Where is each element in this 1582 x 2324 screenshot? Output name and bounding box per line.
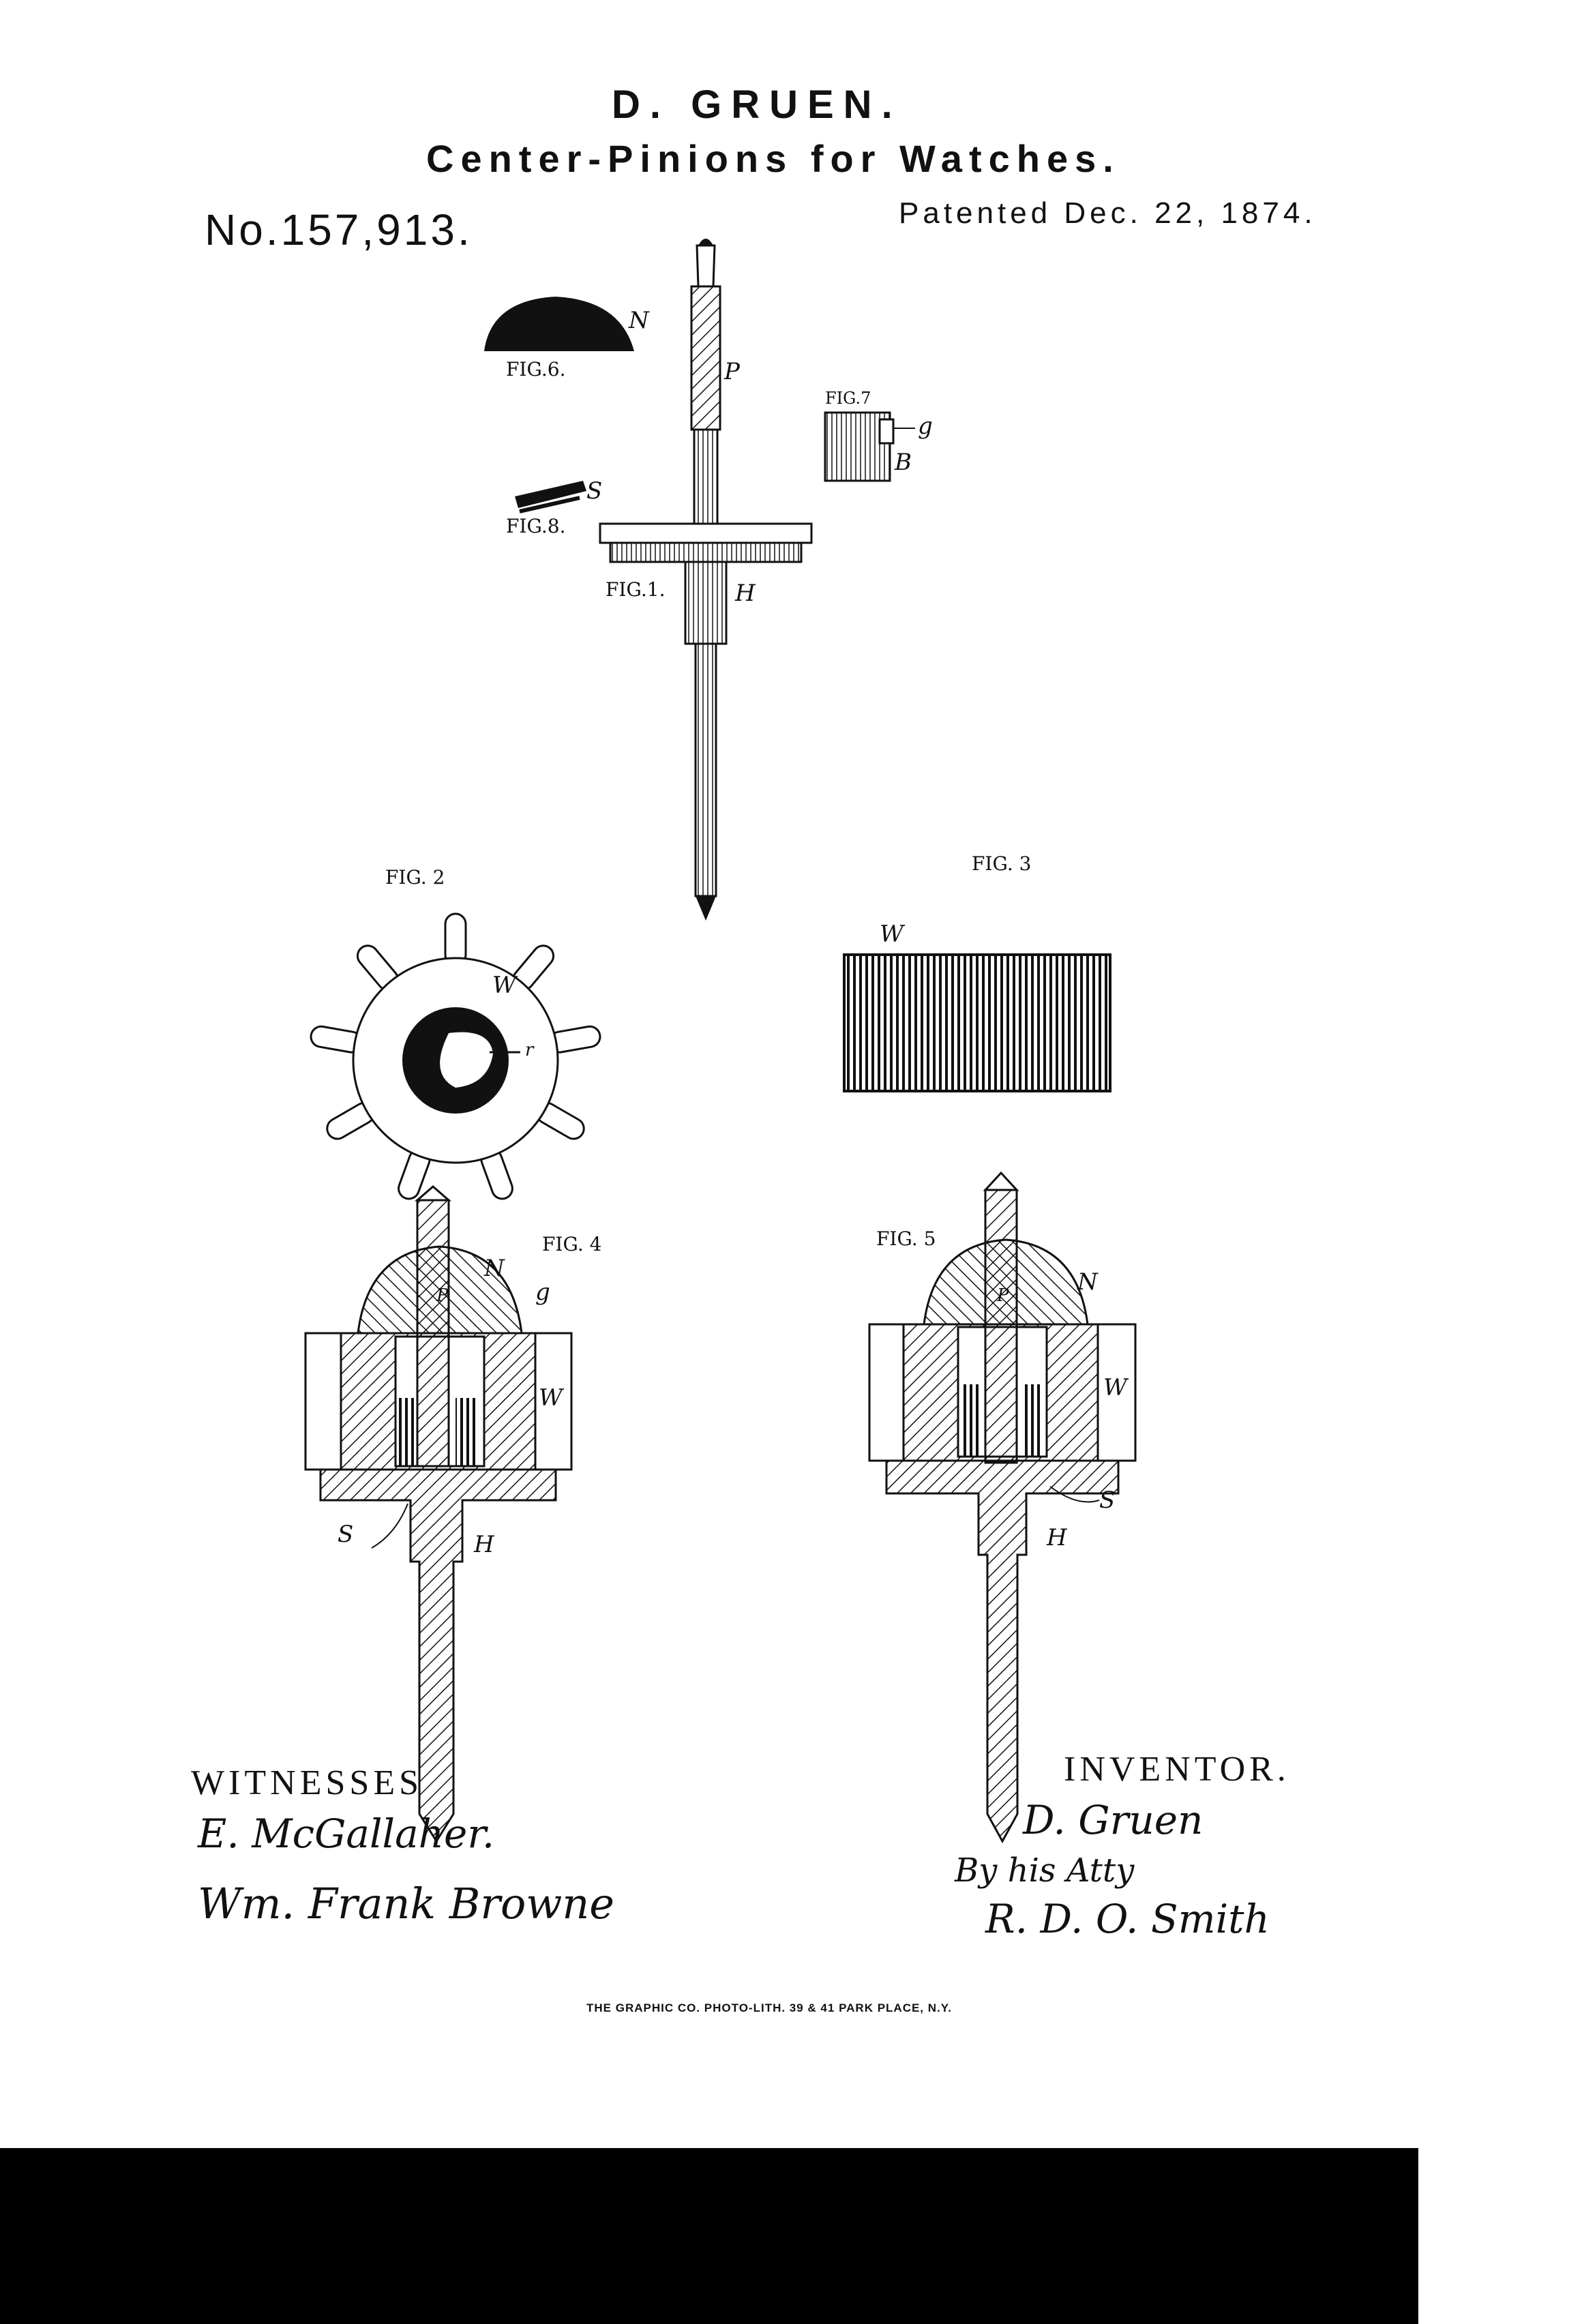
fig8-label: FIG.8. [506,515,566,537]
scan-border-black-bar [0,2148,1418,2324]
ref-letter-b-fig7: B [895,449,912,476]
ref-letter-w-fig2: W [492,972,516,999]
witnesses-label: WITNESSES [191,1763,423,1802]
inventor-signature: D. Gruen [1023,1797,1204,1843]
ref-letter-s-fig4: S [338,1521,354,1548]
fig8-spring-drawing [515,481,586,513]
patent-title: Center-Pinions for Watches. [426,137,1120,180]
fig7-label: FIG.7 [825,389,871,408]
inventor-label: INVENTOR. [1064,1750,1290,1789]
patent-number: No.157,913. [205,205,473,254]
fig5-label: FIG. 5 [876,1227,936,1250]
fig1-center-pinion-drawing [599,239,813,921]
ref-letter-n-fig6: N [629,307,649,334]
fig3-pinion-drawing [843,953,1111,1092]
fig3-label: FIG. 3 [972,852,1032,875]
patent-date: Patented Dec. 22, 1874. [899,196,1317,230]
fig4-section-drawing [304,1185,573,1843]
reference-leader-lines [371,428,1100,1549]
fig4-label: FIG. 4 [542,1233,602,1255]
ref-letter-n-fig5: N [1077,1268,1098,1296]
ref-letter-s-fig5: S [1099,1487,1116,1514]
witness-2-signature: Wm. Frank Browne [198,1879,614,1928]
printer-imprint: THE GRAPHIC CO. PHOTO-LITH. 39 & 41 PARK… [586,2001,952,2014]
inventor-name: D. GRUEN. [612,83,902,127]
fig1-label: FIG.1. [606,578,666,601]
ref-letter-h-fig5: H [1047,1524,1067,1551]
attorney-signature: R. D. O. Smith [985,1896,1270,1942]
ref-letter-r-fig2: r [525,1040,534,1060]
ref-letter-w-fig4: W [539,1384,563,1412]
ref-letter-p-fig4: P [436,1285,449,1306]
fig6-label: FIG.6. [506,358,566,381]
by-attorney-text: By his Atty [955,1851,1135,1890]
ref-letter-h-fig4: H [474,1531,494,1558]
fig2-wheel-drawing [310,912,601,1200]
ref-letter-w-fig5: W [1103,1374,1127,1401]
ref-letter-w-fig3: W [880,921,904,948]
ref-letter-p-fig5: P [997,1285,1009,1306]
fig5-section-drawing [868,1171,1137,1844]
ref-letter-g-fig7: g [918,413,933,440]
witness-1-signature: E. McGallaher. [198,1811,495,1857]
ref-letter-g-fig4: g [535,1279,550,1306]
fig2-label: FIG. 2 [385,866,445,889]
fig6-nut-drawing [484,297,634,351]
ref-letter-s-fig8: S [586,477,603,505]
fig7-sleeve-drawing [824,411,895,482]
ref-letter-n-fig4: N [484,1255,505,1282]
ref-letter-p-fig1: P [724,358,740,385]
ref-letter-h-fig1: H [735,580,756,607]
